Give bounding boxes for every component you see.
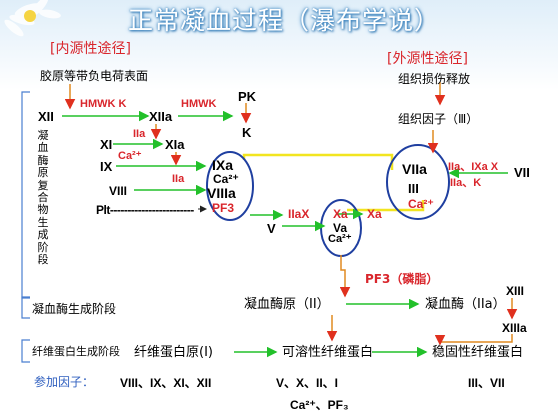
- stage1-label-char: 凝: [37, 129, 49, 142]
- factor-iia-k: IIa、K: [450, 177, 482, 189]
- tissue-damage-note: 组织损伤释放: [398, 72, 471, 86]
- stage1-label-char: 血: [37, 141, 49, 155]
- factor-hmwk: HMWK: [181, 98, 217, 110]
- factor-xia: XIa: [165, 137, 185, 152]
- factor-plt: Plt------------------------: [96, 203, 194, 217]
- factor-ca2-3: Ca²⁺: [328, 233, 352, 245]
- factor-pk: PK: [238, 89, 257, 104]
- factor-va: Va: [333, 221, 348, 235]
- participants-cofactors: Ca²⁺、PF₃: [290, 398, 349, 412]
- intrinsic-heading: [内源性途径]: [50, 41, 131, 57]
- stage2-label: 凝血酶生成阶段: [32, 302, 117, 316]
- factor-viiia: VIIIa: [207, 185, 236, 201]
- stage3-label: 纤维蛋白生成阶段: [32, 345, 120, 358]
- factor-iii: III: [408, 181, 419, 196]
- factor-iia-1: IIa: [133, 128, 146, 140]
- fibrinogen: 纤维蛋白原(I): [134, 345, 213, 360]
- stage1-label-char: 复: [37, 178, 49, 192]
- stage3-bracket: [21, 339, 30, 363]
- stage1-label-char: 原: [37, 166, 49, 180]
- arrow-xiiia-to-stable: [434, 334, 513, 346]
- stage1-label-char: 成: [37, 228, 49, 242]
- stage1-label-char: 酶: [37, 153, 49, 167]
- factor-xiiia: XIIIa: [502, 321, 527, 335]
- factor-viii: VIII: [109, 184, 128, 198]
- stage1-label-char: 合: [37, 191, 49, 205]
- factor-xa-right: Xa: [367, 207, 382, 221]
- factor-k: K: [242, 125, 252, 140]
- factor-xi: XI: [100, 137, 113, 152]
- factor-xii: XII: [38, 109, 54, 124]
- stable-fibrin: 稳固性纤维蛋白: [432, 345, 524, 360]
- factor-pf3: PF3: [212, 201, 235, 215]
- factor-vii: VII: [514, 165, 530, 180]
- factor-iia-2: IIa: [172, 173, 185, 185]
- participants-label: 参加因子：: [34, 375, 95, 389]
- factor-xiii: XIII: [506, 284, 525, 298]
- factor-v: V: [267, 221, 276, 236]
- stage1-label-char: 生: [37, 215, 49, 229]
- ixa-complex-ellipse: [206, 151, 254, 221]
- stage1-label-char: 物: [37, 203, 49, 217]
- factor-vii-cofactors: IIa、IXa X: [448, 161, 499, 173]
- factor-ca2-1: Ca²⁺: [118, 150, 142, 162]
- stage1-bracket: [21, 91, 30, 299]
- yellow-link-vii: [347, 200, 425, 212]
- stage1-label-char: 段: [37, 253, 49, 267]
- factor-viia: VIIa: [402, 161, 427, 177]
- prothrombin: 凝血酶原（II）: [244, 297, 330, 312]
- factor-ca2-2: Ca²⁺: [213, 172, 239, 186]
- participants-common: V、X、II、I: [276, 376, 339, 390]
- extrinsic-heading: [外源性途径]: [387, 51, 468, 67]
- stage1-label-char: 阶: [37, 240, 49, 254]
- pf3-phospholipid: PF3（磷脂）: [365, 272, 439, 286]
- factor-ca2-4: Ca²⁺: [408, 197, 434, 211]
- soluble-fibrin: 可溶性纤维蛋白: [282, 345, 374, 360]
- page-title: 正常凝血过程（瀑布学说）: [128, 6, 441, 35]
- factor-ixa: IXa: [212, 157, 234, 173]
- factor-iia-x: IIaX: [288, 207, 310, 221]
- viia-complex-ellipse: [386, 144, 450, 220]
- stage1-label: 凝血酶原复合物生成阶段: [36, 129, 50, 267]
- factor-hmwk-k: HMWK K: [80, 98, 127, 110]
- thrombin: 凝血酶（IIa）: [425, 297, 506, 312]
- factor-ix: IX: [100, 159, 113, 174]
- arrow-complex-to-thrombin: [339, 255, 351, 298]
- participants-intrinsic: VIII、IX、XI、XII: [120, 376, 212, 390]
- flower-decoration-icon: [4, 0, 61, 37]
- yellow-link-top: [242, 153, 394, 170]
- participants-extrinsic: III、VII: [468, 376, 505, 390]
- surface-note: 胶原等带负电荷表面: [40, 69, 149, 83]
- inhibition-mark: [314, 206, 320, 212]
- factor-xa-mid: Xa: [333, 207, 348, 221]
- tissue-factor-label: 组织因子（Ⅲ）: [398, 112, 479, 126]
- stage2-bracket: [21, 296, 30, 319]
- factor-xiia: XIIa: [149, 109, 173, 124]
